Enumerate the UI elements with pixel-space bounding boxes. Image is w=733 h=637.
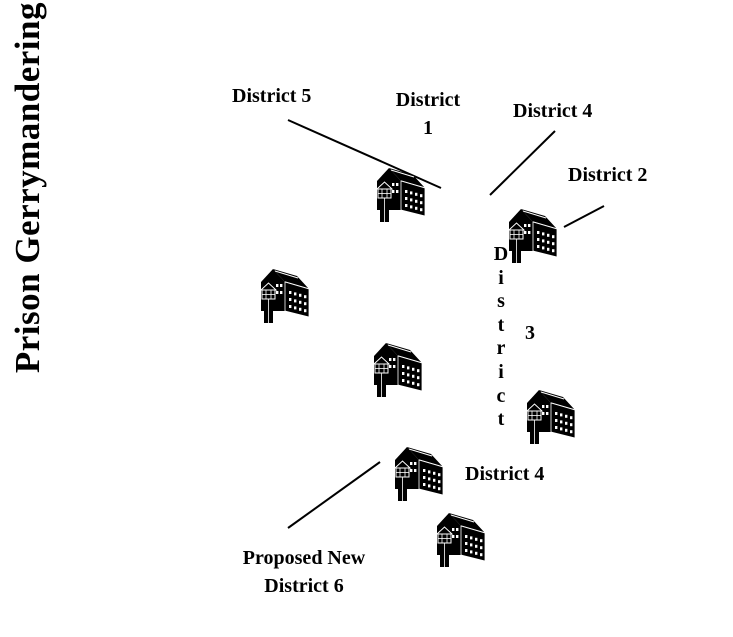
district-3-vertical-label: D i s t r i c t [490,243,512,432]
district-4-bottom-label: District 4 [465,463,545,485]
district-6-label: Proposed New District 6 [218,544,390,600]
prison-building-icon [376,167,426,223]
district-6-label-line2: District 6 [264,575,344,597]
prison-building-icon [508,208,558,264]
district-6-label-line1: Proposed New [242,547,366,569]
district-3-letter: i [498,266,504,289]
district-5-label: District 5 [232,85,312,107]
district-3-letter: r [496,337,506,360]
district-5-boundary-line [287,119,442,189]
district-1-label-line1: District [395,89,461,111]
district-3-letter: t [497,313,505,336]
prison-building-icon [373,342,423,398]
district-3-letter: D [493,243,509,265]
district-1-label-line2: 1 [423,117,433,139]
district-2-boundary-line [563,205,605,228]
prison-building-icon [260,268,310,324]
district-4-top-label: District 4 [513,100,593,122]
prison-building-icon [436,512,486,568]
district-3-letter: i [498,360,504,383]
district-3-letter: c [496,384,506,407]
district-2-label: District 2 [568,164,648,186]
district-1-label: District 1 [384,86,472,142]
prison-building-icon [526,389,576,445]
district-6-boundary-line [287,461,381,529]
district-3-letter: t [497,408,505,431]
district-3-number: 3 [525,322,535,344]
district-4-top-boundary-line [489,130,556,196]
district-3-letter: s [497,290,505,313]
prison-building-icon [394,446,444,502]
